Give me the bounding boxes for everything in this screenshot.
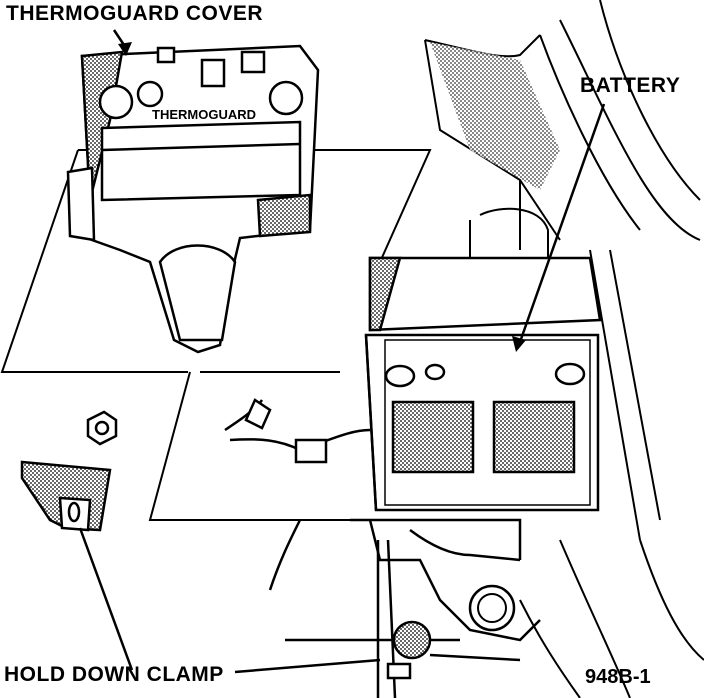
tray-drain-hole <box>468 584 516 632</box>
battery-terminals <box>384 362 586 388</box>
cover-emboss-text: THERMOGUARD <box>152 107 256 122</box>
hold-down-clamp-label: HOLD DOWN CLAMP <box>4 663 224 686</box>
tray-hold-down-rod <box>376 539 432 698</box>
leader-lines <box>78 29 606 674</box>
arrow-heads <box>118 42 526 352</box>
tray-drain-hole-inner <box>477 593 507 623</box>
battery-cable <box>224 398 371 464</box>
fender-shading <box>430 42 560 190</box>
battery-body <box>364 256 602 512</box>
figure-number: 948B-1 <box>585 666 651 688</box>
hold-down-bolt <box>86 410 118 446</box>
hold-down-clamp <box>20 460 112 532</box>
fender-panel <box>424 0 704 698</box>
thermoguard-cover <box>66 44 320 354</box>
battery-label: BATTERY <box>580 74 681 97</box>
thermoguard-cover-label: THERMOGUARD COVER <box>6 2 264 25</box>
